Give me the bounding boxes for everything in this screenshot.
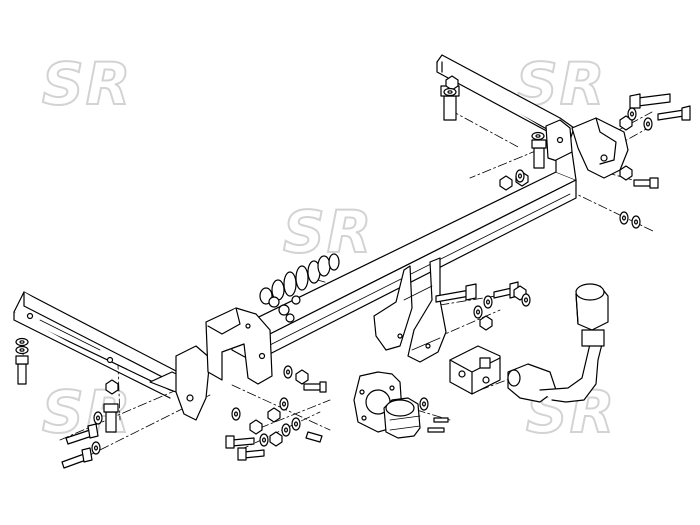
bolts — [15, 85, 691, 469]
bolt — [435, 283, 477, 303]
washer — [283, 365, 293, 379]
tow-ball-neck — [507, 329, 605, 403]
washer — [643, 117, 653, 131]
washer — [531, 131, 545, 141]
left-end-plate — [205, 307, 273, 385]
bolt — [303, 381, 327, 393]
electrical-socket — [383, 397, 421, 439]
washer — [279, 397, 289, 411]
left-side-bracket — [13, 291, 211, 421]
washer — [419, 397, 429, 411]
right-side-bracket — [436, 54, 629, 179]
washer — [15, 337, 29, 347]
bolt — [15, 355, 29, 385]
bolt — [427, 427, 445, 433]
bolt — [225, 435, 255, 449]
washer — [631, 215, 641, 229]
bolt — [61, 447, 93, 469]
washer — [483, 295, 493, 309]
washer — [473, 305, 483, 319]
bolt — [531, 139, 547, 169]
washer — [93, 411, 103, 425]
tow-ball-cap — [575, 283, 609, 331]
washer — [291, 417, 301, 431]
bolt — [103, 403, 119, 433]
ball-mount-block — [449, 345, 501, 395]
washer — [443, 87, 457, 97]
washer — [627, 107, 637, 121]
bolt — [433, 417, 449, 423]
washer — [231, 407, 241, 421]
bolt — [305, 431, 323, 443]
spring-spacer — [259, 253, 340, 323]
washer — [259, 433, 269, 447]
washer — [91, 441, 101, 455]
washers — [15, 87, 653, 455]
bolt — [237, 447, 265, 461]
bolt — [633, 177, 659, 189]
washer — [15, 345, 29, 355]
bolt — [65, 423, 99, 445]
washer — [515, 169, 525, 183]
washer — [619, 211, 629, 225]
washer — [281, 423, 291, 437]
center-mounting-plates — [373, 257, 447, 363]
bolt — [657, 105, 691, 121]
washer — [521, 293, 531, 307]
bolt — [629, 93, 671, 109]
